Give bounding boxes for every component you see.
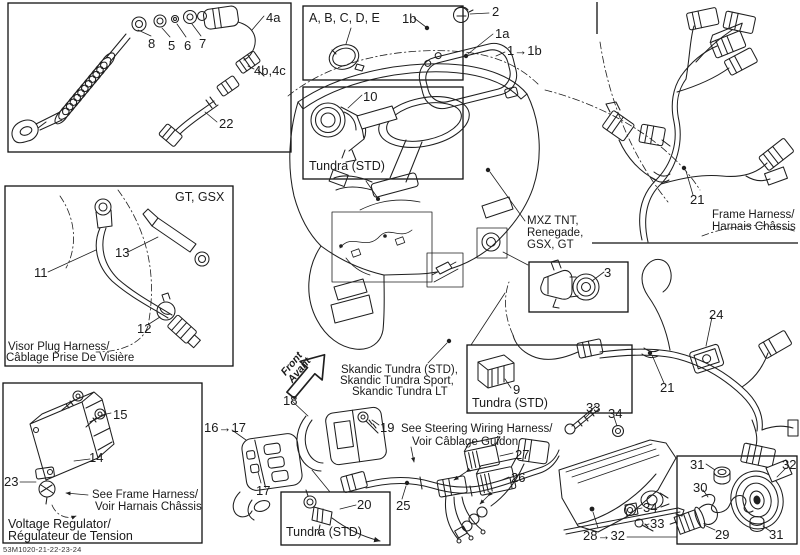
callout-21-main: 21 [660,380,675,395]
voltage-regulator-drawing [19,390,115,520]
callout-22: 22 [219,116,234,131]
connector-9-drawing [477,354,515,389]
callout-2: 2 [492,4,500,19]
callout-16-to-17: 16→17 [204,420,246,435]
bulb-20-drawing [303,489,381,543]
callout-31-bottom: 31 [769,527,784,542]
callout-15: 15 [113,407,128,422]
callout-13: 13 [115,245,130,260]
callout-14: 14 [89,450,104,465]
callout-10: 10 [363,89,378,104]
caption-visor-line1: Visor Plug Harness/ [8,341,110,353]
socket-10-drawing [310,94,367,163]
headlight-drawing [558,439,685,538]
caption-voltage-line2: Régulateur de Tension [8,529,133,543]
variant-label-skandic-line1: Skandic Tundra (STD), [341,364,458,376]
callout-7: 7 [199,36,207,51]
callout-4a: 4a [266,10,281,25]
gauge-cluster-drawing [365,6,529,364]
callout-20: 20 [357,497,372,512]
callout-32: 32 [782,457,797,472]
variant-label-mxz-line3: GSX, GT [527,239,574,251]
callout-18: 18 [283,393,298,408]
caption-frame-ref-line2: Voir Harnais Châssis [95,501,202,513]
callout-1-to-1b: 1→1b [507,43,542,58]
callout-26: 26 [511,470,526,485]
variant-label-mxz-line1: MXZ TNT, [527,215,579,227]
visor-harness-drawing [47,189,210,353]
main-harness-drawing [505,258,799,469]
callout-5: 5 [168,38,176,53]
variant-label-tundra-std-9: Tundra (STD) [472,396,548,410]
caption-frame-harness-line1: Frame Harness/ [712,209,795,221]
caption-frame-ref-line1: See Frame Harness/ [92,489,199,501]
callout-21-frame: 21 [690,192,705,207]
figure-code: 53M1020-21-22-23-24 [3,545,82,554]
caption-steering-ref-line1: See Steering Wiring Harness/ [401,423,553,435]
callout-1a: 1a [495,26,510,41]
variant-label-tundra-std-10: Tundra (STD) [309,159,385,173]
caption-steering-ref-line2: Voir Câblage Guidon [412,436,519,448]
callout-27: 27 [515,447,530,462]
caption-visor-line2: Câblage Prise De Visière [6,352,135,364]
callout-19: 19 [380,420,395,435]
variant-label-gt-gsx: GT, GSX [175,190,225,204]
console-drawing [287,50,701,350]
callout-17: 17 [256,483,271,498]
steering-harness-drawing [340,438,560,544]
front-direction-arrow [286,353,326,400]
callout-34-headlight: 34 [643,500,658,515]
callout-12: 12 [137,321,152,336]
caption-voltage-line1: Voltage Regulator/ [8,517,111,531]
callout-4b-4c: 4b,4c [254,63,286,78]
caption-frame-harness-line2: Harnais Châssis [712,221,796,233]
callout-29: 29 [715,527,730,542]
variant-label-mxz-line2: Renegade, [527,227,584,239]
tether-cord-drawing [11,5,265,147]
callout-30: 30 [693,480,708,495]
callout-34-mid: 34 [608,406,623,421]
frame-harness-drawing [599,7,798,243]
variant-label-tundra-std-20: Tundra (STD) [286,525,362,539]
ignition-switch-drawing [540,259,605,309]
variant-label-skandic-line3: Skandic Tundra LT [352,386,448,398]
gasket-drawing [328,27,365,72]
callout-11: 11 [34,265,48,280]
callout-1b: 1b [402,11,417,26]
steering-switch-drawing [231,400,517,521]
callout-33-headlight: 33 [650,516,665,531]
callout-28-to-32: 28→32 [583,528,625,543]
callout-31-top: 31 [690,457,705,472]
callout-23: 23 [4,474,19,489]
callout-33-mid: 33 [586,400,601,415]
callout-6: 6 [184,38,192,53]
callout-8: 8 [148,36,156,51]
bulb-assembly-drawing [669,459,793,535]
variant-boxes [2,2,798,546]
callout-25: 25 [396,498,411,513]
variant-label-skandic-line2: Skandic Tundra Sport, [340,375,454,387]
callout-24: 24 [709,307,724,322]
callout-9: 9 [513,382,521,397]
variant-label-abcde: A, B, C, D, E [309,11,380,25]
callout-3: 3 [604,265,612,280]
